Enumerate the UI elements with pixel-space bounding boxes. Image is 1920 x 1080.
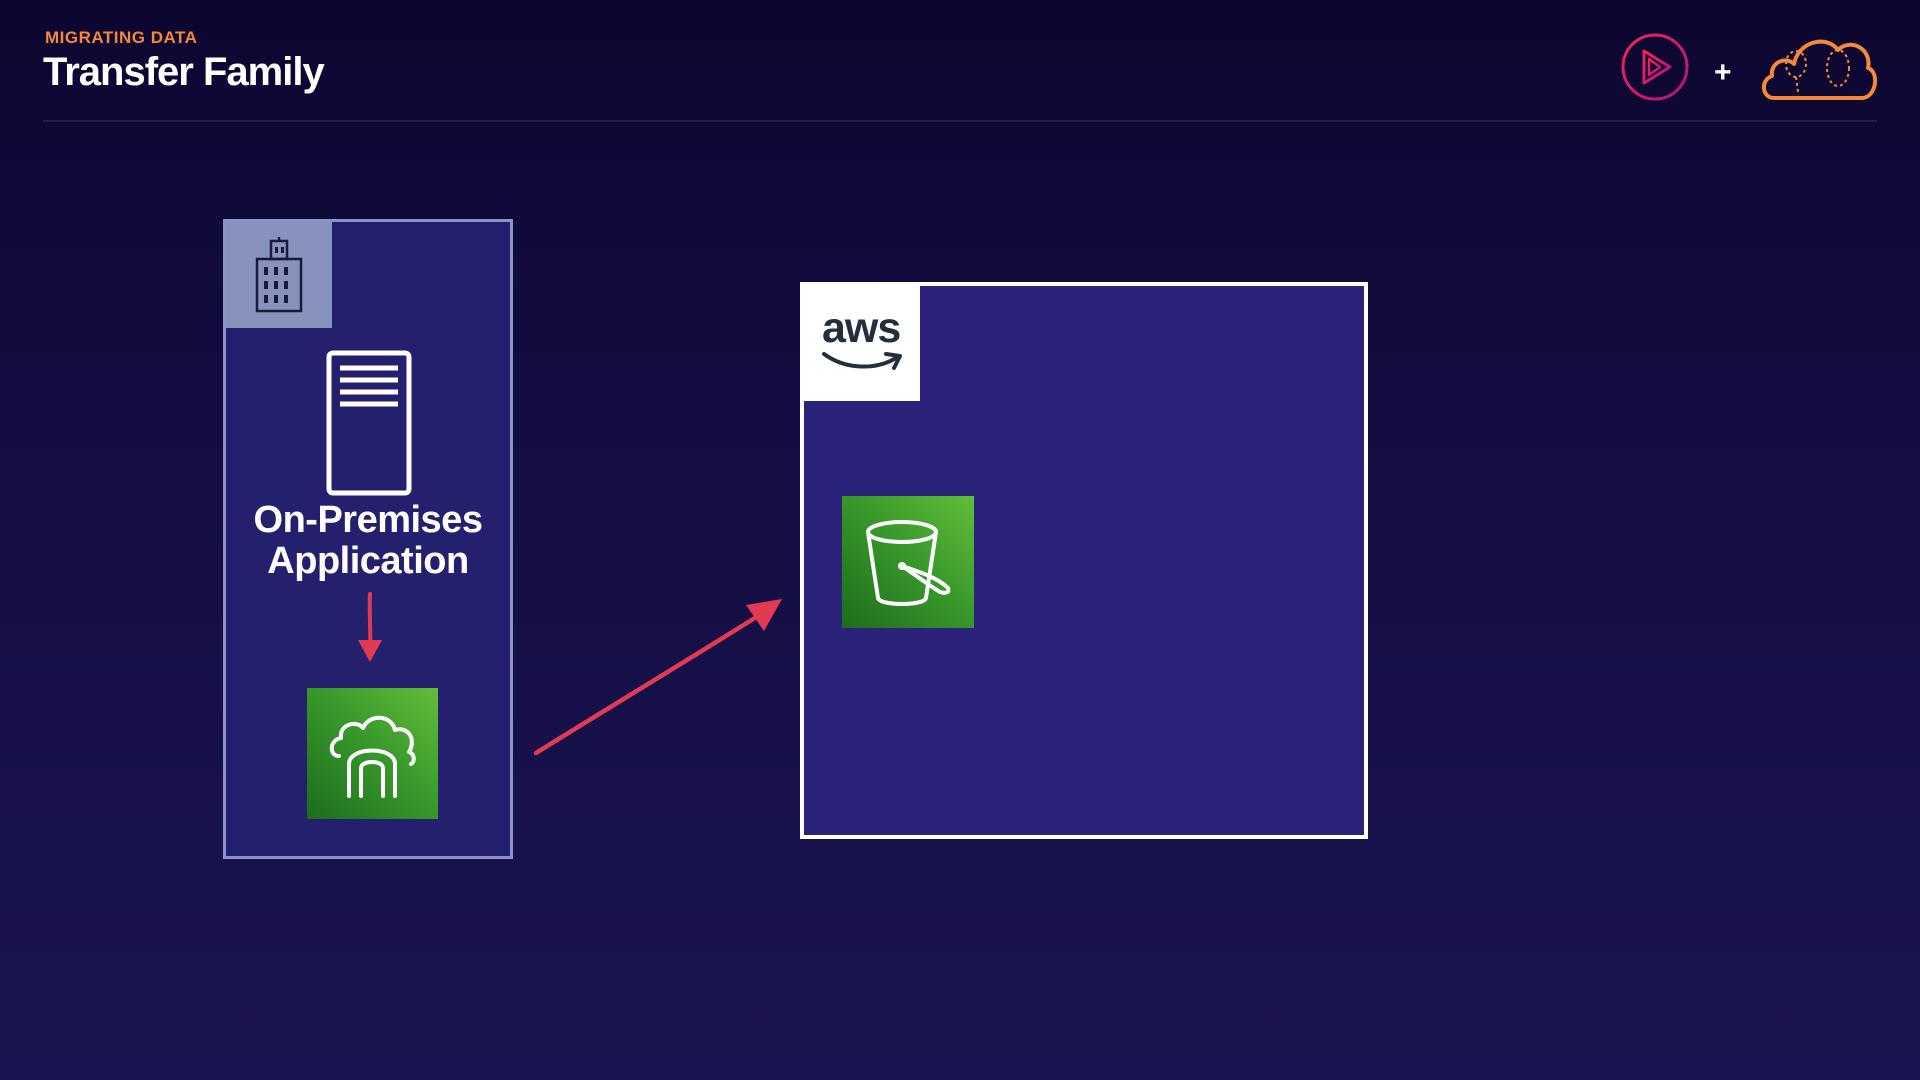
- aws-logo-text: aws: [822, 304, 901, 352]
- section-label: MIGRATING DATA: [45, 28, 198, 47]
- onprem-label-line1: On-Premises: [253, 499, 483, 541]
- aws-cloud-container: aws: [800, 282, 1368, 839]
- aws-logo-tab: aws: [804, 286, 920, 401]
- onprem-label-line2: Application: [267, 540, 469, 582]
- transfer-family-gateway-tile: [307, 688, 438, 819]
- header-divider: [43, 120, 1877, 122]
- play-circle-icon: [1621, 33, 1689, 101]
- transfer-arrow: [533, 599, 782, 756]
- s3-bucket-icon: [866, 520, 951, 606]
- s3-bucket-tile: [842, 496, 974, 628]
- aws-smile-icon: [822, 352, 902, 370]
- office-building-icon: [255, 237, 303, 313]
- cloud-balloons-icon: [1762, 39, 1878, 100]
- onprem-tab: [226, 222, 332, 328]
- server-icon: [326, 350, 412, 496]
- down-arrow: [358, 592, 382, 662]
- on-premises-container: On-Premises Application: [223, 219, 513, 859]
- transfer-family-gateway-icon: [329, 715, 416, 798]
- logo-separator: +: [1714, 56, 1732, 89]
- onprem-label: On-Premises Application: [226, 500, 510, 582]
- page-title: Transfer Family: [43, 50, 325, 94]
